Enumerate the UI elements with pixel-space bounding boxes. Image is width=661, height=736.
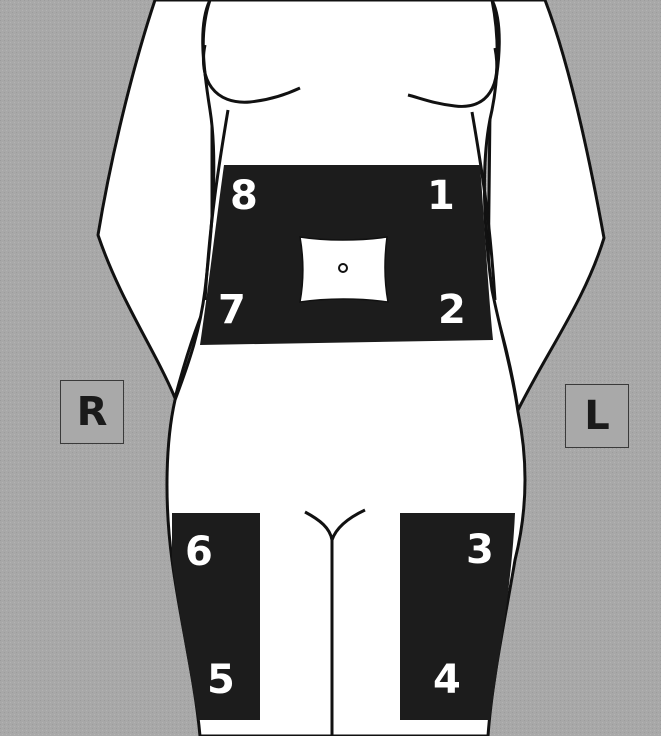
zone-number-2: 2 [438, 290, 466, 330]
navel [339, 264, 347, 272]
right-side-label: R [60, 380, 124, 444]
left-side-label: L [565, 384, 629, 448]
zone-number-5: 5 [207, 660, 235, 700]
zone-number-1: 1 [427, 176, 455, 216]
zone-number-4: 4 [433, 660, 461, 700]
zone-number-7: 7 [218, 290, 246, 330]
right-side-label-text: R [77, 389, 108, 435]
zone-number-8: 8 [230, 176, 258, 216]
left-side-label-text: L [584, 393, 610, 439]
zone-number-3: 3 [466, 530, 494, 570]
zone-number-6: 6 [185, 532, 213, 572]
